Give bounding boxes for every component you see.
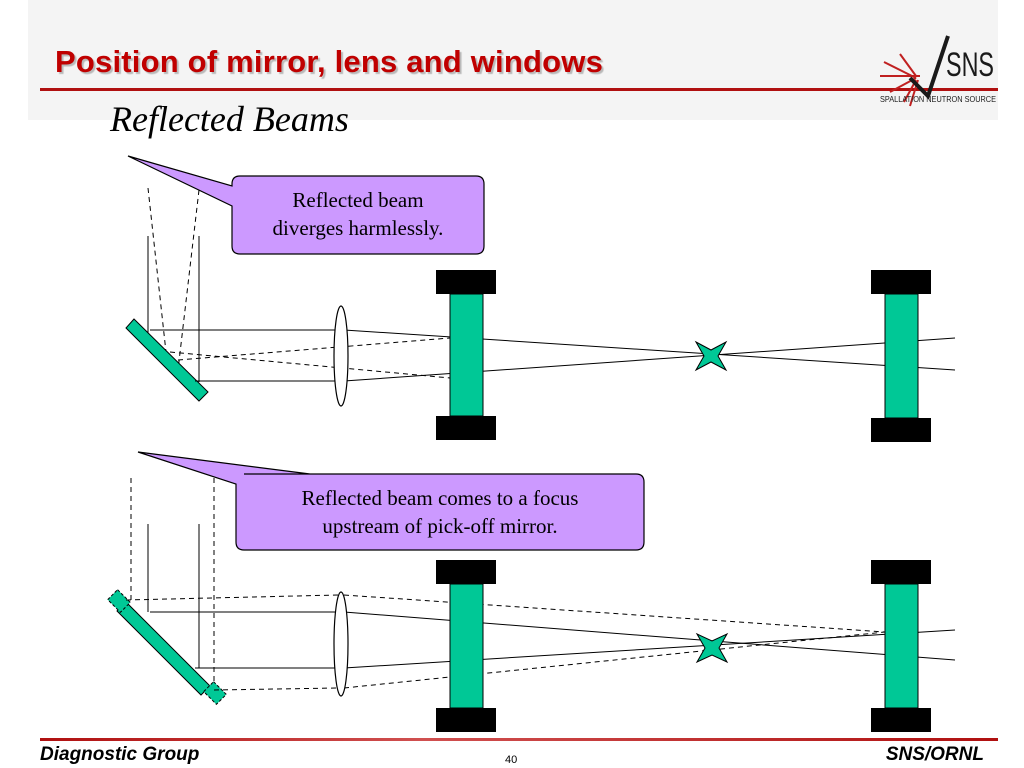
bottom-window-1	[436, 560, 496, 732]
footer-rule	[40, 738, 998, 741]
top-beam-rays	[150, 329, 956, 382]
bottom-window-1-cap-bottom	[436, 708, 496, 732]
bottom-mirror-edge-top	[106, 588, 132, 614]
top-window-2-cap-top	[871, 270, 931, 294]
top-window-2-glass	[884, 293, 919, 419]
bottom-lens	[333, 591, 349, 697]
sns-logo-check	[908, 35, 950, 100]
top-pickoff-mirror	[125, 318, 209, 402]
top-setup	[125, 155, 956, 442]
top-reflected-rays	[169, 337, 451, 379]
callout-top-line-1: Reflected beam	[292, 188, 424, 212]
callout-top-text: Reflected beam diverges harmlessly.	[236, 186, 480, 242]
bottom-window-2-cap-bottom	[871, 708, 931, 732]
sns-logo-subtext: SPALLATION NEUTRON SOURCE	[880, 95, 996, 104]
bottom-pickoff-mirror	[116, 601, 211, 696]
callout-bottom-line-1: Reflected beam comes to a focus	[301, 486, 579, 510]
bottom-setup	[106, 451, 956, 732]
slide-title: Position of mirror, lens and windows	[55, 44, 604, 79]
bottom-reflected-rays	[125, 594, 886, 691]
bottom-mirror-edge-bottom	[202, 680, 228, 706]
bottom-window-2-glass	[884, 583, 919, 709]
bottom-window-1-glass	[449, 583, 484, 709]
callout-bottom-bubble	[137, 451, 645, 551]
slide-subtitle: Reflected Beams	[110, 99, 349, 139]
footer-group-label: Diagnostic Group	[40, 744, 200, 765]
bottom-window-2	[871, 560, 931, 732]
top-window-1-glass	[449, 293, 484, 417]
bottom-focus-star	[695, 632, 729, 664]
top-window-1-cap-bottom	[436, 416, 496, 440]
bottom-window-1-cap-top	[436, 560, 496, 584]
callout-bottom-text: Reflected beam comes to a focus upstream…	[240, 484, 640, 540]
top-window-1	[436, 270, 496, 440]
top-window-2	[871, 270, 931, 442]
sns-logo-text: SNS	[946, 46, 994, 84]
page-number: 40	[505, 754, 518, 766]
bottom-window-2-cap-top	[871, 560, 931, 584]
top-vertical-rays	[147, 187, 200, 382]
bottom-beam-rays	[150, 611, 956, 669]
top-window-2-cap-bottom	[871, 418, 931, 442]
top-window-1-cap-top	[436, 270, 496, 294]
callout-top-line-2: diverges harmlessly.	[272, 216, 444, 240]
callout-bottom-line-2: upstream of pick-off mirror.	[322, 514, 558, 538]
callout-top-bubble	[127, 155, 485, 255]
footer-org-label: SNS/ORNL	[885, 744, 984, 765]
bottom-vertical-rays	[130, 478, 215, 688]
title-rule	[40, 88, 998, 91]
sns-logo: SNS SPALLATION NEUTRON SOURCE	[880, 35, 996, 107]
top-focus-star	[694, 340, 728, 372]
top-lens	[333, 305, 349, 407]
header-band	[28, 0, 998, 120]
